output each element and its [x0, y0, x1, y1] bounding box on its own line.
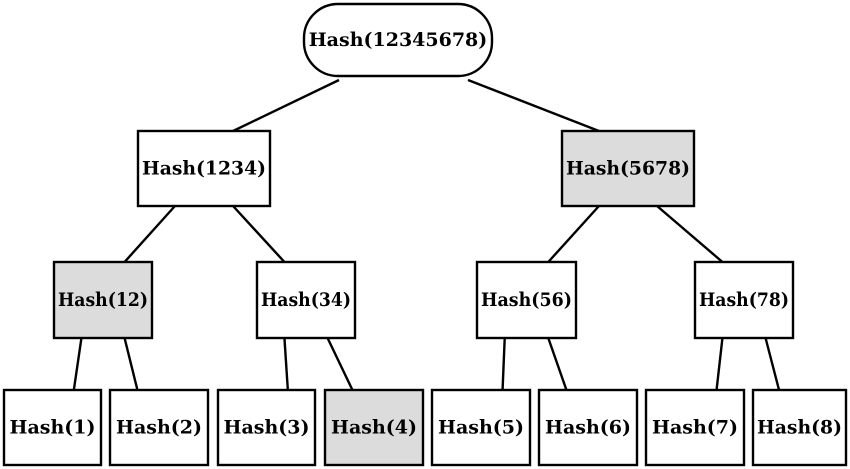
node-n3: Hash(3) [216, 388, 317, 467]
node-label-n12: Hash(12) [58, 289, 148, 311]
node-box-n5 [430, 388, 532, 467]
node-label-n1: Hash(1) [10, 417, 96, 439]
edge-n1234-n12 [123, 205, 176, 263]
node-n34: Hash(34) [255, 260, 357, 340]
node-n6: Hash(6) [537, 388, 639, 467]
node-label-n6: Hash(6) [545, 417, 631, 439]
node-label-n4: Hash(4) [331, 417, 417, 439]
node-n12: Hash(12) [52, 260, 154, 340]
node-label-n3: Hash(3) [224, 417, 310, 439]
node-label-n8: Hash(8) [757, 417, 842, 439]
edge-n5678-n78 [656, 205, 724, 263]
node-box-n3 [216, 388, 317, 467]
edge-n56-n6 [547, 337, 568, 391]
node-label-n34: Hash(34) [261, 289, 351, 311]
node-box-n5678 [560, 129, 696, 208]
node-label-n78: Hash(78) [699, 289, 789, 311]
node-box-n56 [475, 260, 578, 340]
node-n1234: Hash(1234) [136, 129, 272, 208]
node-label-n56: Hash(56) [481, 289, 572, 311]
edge-n78-n7 [715, 337, 724, 391]
node-n4: Hash(4) [323, 388, 425, 467]
node-box-n8 [751, 388, 848, 467]
node-box-root [302, 2, 494, 78]
edge-n12-n2 [123, 337, 139, 391]
node-label-n7: Hash(7) [652, 417, 738, 439]
node-n5678: Hash(5678) [560, 129, 696, 208]
tree-edges [72, 78, 781, 391]
edge-root-n1234 [232, 78, 340, 133]
node-box-n7 [644, 388, 746, 467]
node-root: Hash(12345678) [302, 2, 494, 78]
node-label-root: Hash(12345678) [309, 29, 488, 51]
node-n7: Hash(7) [644, 388, 746, 467]
node-n5: Hash(5) [430, 388, 532, 467]
edge-n34-n3 [283, 337, 290, 391]
edge-n34-n4 [326, 337, 354, 391]
node-box-n1234 [136, 129, 272, 208]
node-n56: Hash(56) [475, 260, 578, 340]
node-n78: Hash(78) [693, 260, 795, 340]
node-n2: Hash(2) [108, 388, 210, 467]
edge-n5678-n56 [547, 205, 600, 263]
edge-root-n5678 [467, 78, 600, 133]
node-label-n1234: Hash(1234) [142, 158, 266, 180]
node-box-n34 [255, 260, 357, 340]
node-label-n2: Hash(2) [116, 417, 202, 439]
node-n1: Hash(1) [2, 388, 103, 467]
edge-n1234-n34 [232, 205, 286, 263]
node-box-n2 [108, 388, 210, 467]
edge-n12-n1 [72, 337, 83, 391]
edge-n56-n5 [501, 337, 506, 391]
node-box-n78 [693, 260, 795, 340]
node-n8: Hash(8) [751, 388, 848, 467]
node-box-n12 [52, 260, 154, 340]
node-box-n6 [537, 388, 639, 467]
node-label-n5678: Hash(5678) [566, 158, 690, 180]
node-label-n5: Hash(5) [438, 417, 524, 439]
edge-n78-n8 [764, 337, 781, 391]
node-box-n4 [323, 388, 425, 467]
node-box-n1 [2, 388, 103, 467]
